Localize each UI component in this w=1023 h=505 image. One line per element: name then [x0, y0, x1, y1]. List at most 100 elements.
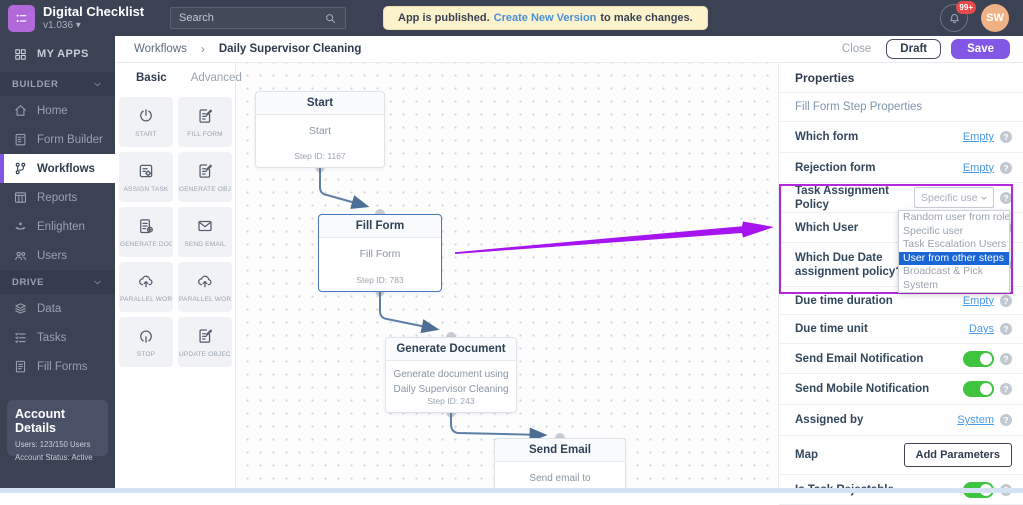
chevron-down-icon: [979, 193, 989, 203]
node-send-email[interactable]: Send Email Send email to vinay.k@axonato…: [494, 438, 626, 493]
close-button[interactable]: Close: [841, 43, 872, 55]
property-label: Due time duration: [795, 294, 893, 307]
select-value: Specific user: [921, 191, 978, 204]
connector-start-to-fillform: [319, 168, 370, 210]
help-icon[interactable]: ?: [1000, 161, 1012, 174]
tool-generate-object[interactable]: GENERATE OBJE..: [178, 152, 232, 202]
create-new-version-link[interactable]: Create New Version: [493, 12, 597, 24]
due-time-duration-value-link[interactable]: Empty: [962, 294, 994, 307]
account-details-card: Account Details Users: 123/150 Users Acc…: [7, 400, 108, 462]
draft-button[interactable]: Draft: [886, 39, 942, 59]
breadcrumb-workflows[interactable]: Workflows: [134, 43, 187, 55]
grid-icon: [13, 47, 28, 62]
row-send-mobile-notification: Send Mobile Notification ?: [779, 374, 1023, 405]
workflow-actions: Close Draft Save: [842, 39, 1023, 59]
dropdown-option[interactable]: Random user from role: [903, 211, 1009, 223]
cloud-upload-icon: [137, 272, 155, 290]
document-edit-icon: [196, 327, 214, 345]
task-assignment-policy-select[interactable]: Specific user: [914, 187, 994, 208]
sidebar-item-label: Home: [37, 104, 68, 117]
sidebar-item-data[interactable]: Data: [0, 294, 115, 323]
horizontal-scrollbar[interactable]: [0, 488, 1023, 493]
user-avatar[interactable]: SW: [981, 4, 1009, 32]
account-details-title: Account Details: [15, 407, 65, 435]
sidebar-item-enlighten[interactable]: Enlighten: [0, 212, 115, 241]
sidebar-item-label: Fill Forms: [37, 360, 88, 373]
tool-start[interactable]: START: [119, 97, 173, 147]
search-input[interactable]: Search: [170, 7, 346, 29]
property-label: Send Mobile Notification: [795, 383, 930, 395]
help-icon[interactable]: ?: [1000, 383, 1012, 395]
document-plus-icon: [137, 217, 155, 235]
add-parameters-button[interactable]: Add Parameters: [903, 443, 1012, 467]
rejection-form-value-link[interactable]: Empty: [962, 161, 994, 174]
tab-advanced[interactable]: Advanced: [190, 72, 242, 84]
search-placeholder: Search: [179, 12, 214, 24]
help-icon[interactable]: ?: [1000, 323, 1012, 335]
property-label: Task Assignment Policy: [795, 184, 889, 211]
row-which-form: Which form Empty ?: [779, 122, 1023, 153]
property-label: Send Email Notification: [795, 352, 924, 365]
chevron-down-icon: [92, 277, 103, 288]
sidebar-item-home[interactable]: Home: [0, 96, 115, 125]
send-mobile-notification-toggle[interactable]: [963, 381, 994, 397]
tool-stop[interactable]: STOP: [119, 317, 173, 367]
sidebar-item-form-builder[interactable]: Form Builder: [0, 125, 115, 154]
help-icon[interactable]: ?: [1000, 352, 1012, 365]
which-form-value-link[interactable]: Empty: [962, 131, 994, 143]
dropdown-option-highlighted[interactable]: User from other steps: [899, 251, 1009, 265]
sidebar-section-builder[interactable]: BUILDER: [0, 72, 115, 96]
top-bar: Digital Checklist v1.036 ▾ Search App is…: [0, 0, 1023, 36]
dropdown-option[interactable]: Broadcast & Pick: [903, 265, 983, 277]
dropdown-option[interactable]: System: [903, 278, 939, 291]
breadcrumb: Workflows › Daily Supervisor Cleaning: [115, 42, 361, 56]
help-icon[interactable]: ?: [1000, 294, 1012, 307]
dropdown-option[interactable]: Specific user: [903, 224, 964, 237]
chevron-down-icon: [92, 79, 103, 90]
tool-update-object[interactable]: UPDATE OBJECT: [178, 317, 232, 367]
properties-title: Properties: [795, 70, 855, 85]
tool-fill-form[interactable]: FILL FORM: [178, 97, 232, 147]
help-icon[interactable]: ?: [1000, 131, 1012, 143]
save-button[interactable]: Save: [951, 39, 1010, 59]
sidebar-item-fill-forms[interactable]: Fill Forms: [0, 352, 115, 381]
tool-label: UPDATE OBJECT: [179, 350, 231, 358]
search-icon[interactable]: [324, 12, 337, 25]
dropdown-option[interactable]: Task Escalation Users: [903, 238, 1007, 250]
sidebar-item-reports[interactable]: Reports: [0, 183, 115, 212]
published-banner: App is published. Create New Version to …: [383, 6, 708, 30]
notifications-button[interactable]: [940, 4, 968, 32]
annotation-arrow: [455, 221, 774, 254]
tool-label: PARALLEL WOR...: [120, 295, 172, 303]
help-icon[interactable]: ?: [1000, 414, 1012, 426]
sidebar-item-workflows[interactable]: Workflows: [0, 154, 115, 183]
node-fill-form[interactable]: Fill Form Fill Form Step ID: 783: [318, 214, 442, 292]
tool-send-email[interactable]: SEND EMAIL: [178, 207, 232, 257]
tool-generate-doc[interactable]: GENERATE DOC: [119, 207, 173, 257]
node-start[interactable]: Start Start Step ID: 1167: [255, 91, 385, 168]
cloud-upload-icon: [196, 272, 214, 290]
node-generate-document[interactable]: Generate Document Generate document usin…: [385, 337, 517, 413]
node-title: Send Email: [495, 439, 625, 462]
notification-count-badge: 99+: [956, 1, 976, 14]
sidebar-item-tasks[interactable]: Tasks: [0, 323, 115, 352]
due-time-unit-value-link[interactable]: Days: [968, 323, 994, 335]
sidebar-section-drive[interactable]: DRIVE: [0, 270, 115, 294]
bell-icon: [947, 11, 962, 26]
palette-tabs: Basic Advanced: [115, 63, 242, 93]
tool-parallel-workflow-2[interactable]: PARALLEL WOR...: [178, 262, 232, 312]
tool-parallel-workflow-1[interactable]: PARALLEL WOR...: [119, 262, 173, 312]
help-icon[interactable]: ?: [1000, 191, 1012, 204]
row-rejection-form: Rejection form Empty ?: [779, 153, 1023, 183]
sidebar-item-my-apps[interactable]: MY APPS: [0, 36, 115, 72]
connector-fillform-to-generatedoc: [379, 292, 440, 334]
tool-assign-task[interactable]: ASSIGN TASK: [119, 152, 173, 202]
node-step-id: Step ID: 783: [356, 275, 404, 285]
tab-basic[interactable]: Basic: [136, 72, 167, 84]
workflow-canvas[interactable]: Start Start Step ID: 1167 Fill Form Fill…: [236, 63, 778, 493]
app-version-selector[interactable]: v1.036 ▾: [43, 20, 81, 31]
assigned-by-value-link[interactable]: System: [957, 414, 994, 426]
app-logo[interactable]: [8, 5, 35, 32]
send-email-notification-toggle[interactable]: [963, 350, 994, 367]
sidebar-item-users[interactable]: Users: [0, 241, 115, 270]
